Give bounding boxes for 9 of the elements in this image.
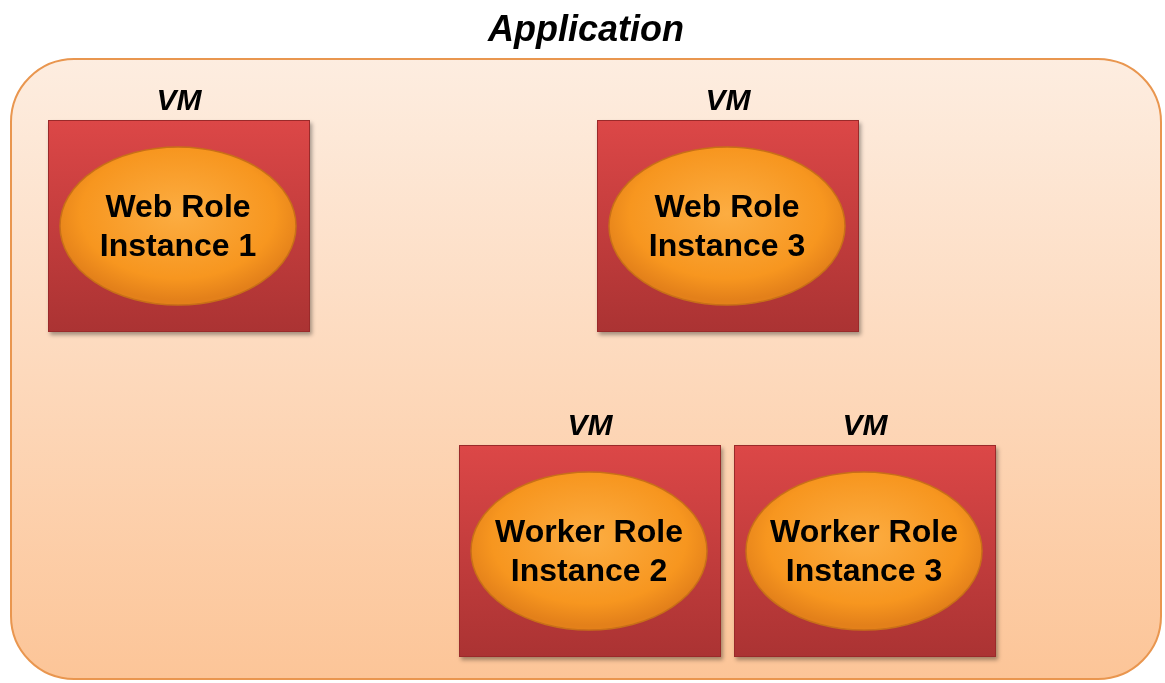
vm-label: VM <box>705 83 751 117</box>
vm-label: VM <box>156 83 202 117</box>
role-label: Web Role Instance 1 <box>98 187 258 265</box>
role-label: Worker Role Instance 3 <box>769 512 959 590</box>
container-title: Application <box>488 8 684 50</box>
role-label: Worker Role Instance 2 <box>494 512 684 590</box>
role-label: Web Role Instance 3 <box>647 187 807 265</box>
vm-label: VM <box>567 408 613 442</box>
vm-label: VM <box>842 408 888 442</box>
